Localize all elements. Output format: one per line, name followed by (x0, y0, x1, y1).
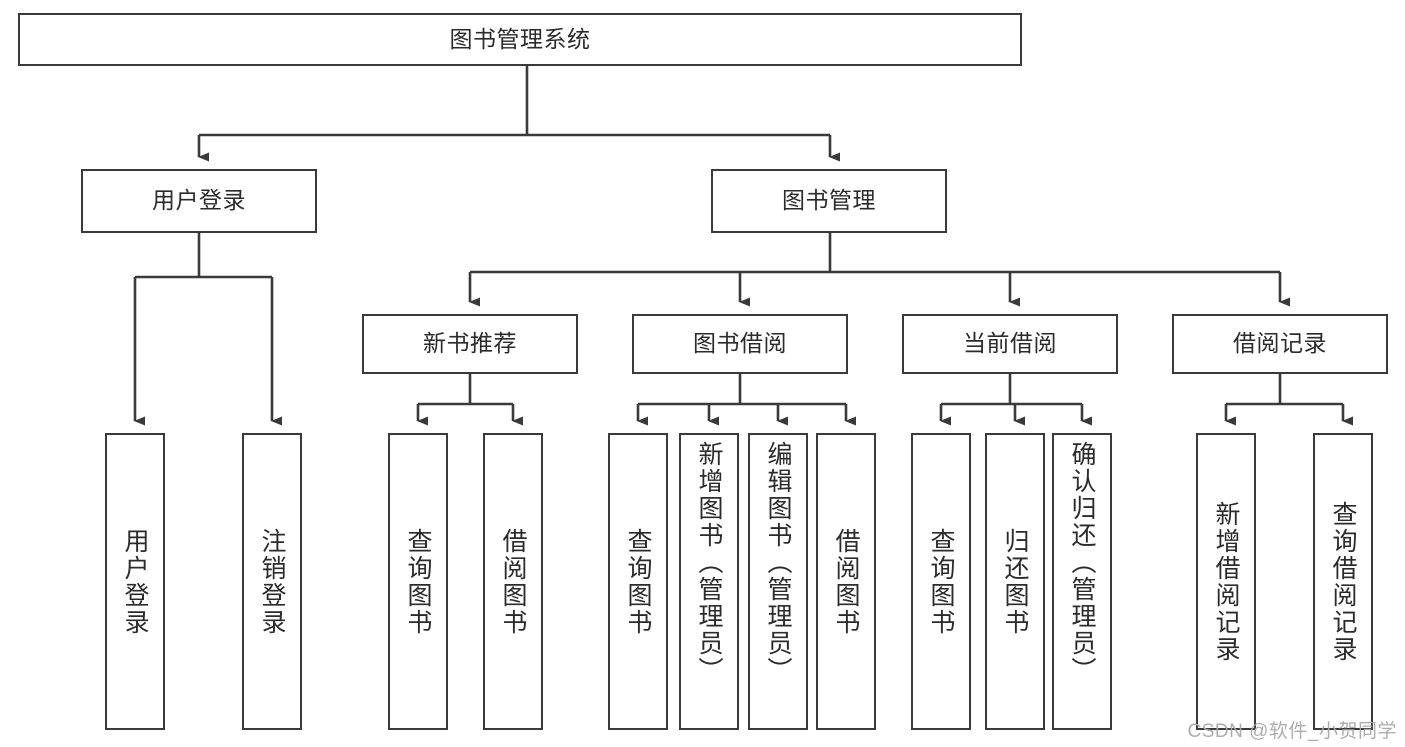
node-book-manage[interactable]: 图书管理 (711, 169, 947, 233)
node-leaf-add-book-label: 新增图书（管理员） (695, 441, 723, 684)
node-leaf-user-login[interactable]: 用户登录 (105, 433, 165, 730)
node-leaf-logout[interactable]: 注销登录 (242, 433, 302, 730)
node-leaf-query-book-bor-label: 查询图书 (624, 527, 652, 636)
csdn-watermark: CSDN @软件_小贺同学 (1187, 721, 1397, 742)
node-leaf-query-book-rec-label: 查询图书 (404, 527, 432, 636)
node-leaf-borrow-book-bor[interactable]: 借阅图书 (816, 433, 876, 730)
node-borrow-record[interactable]: 借阅记录 (1172, 314, 1388, 374)
node-leaf-edit-book-label: 编辑图书（管理员） (764, 441, 792, 684)
node-leaf-return-book[interactable]: 归还图书 (985, 433, 1045, 730)
node-book-manage-label: 图书管理 (782, 187, 876, 214)
node-book-borrow[interactable]: 图书借阅 (632, 314, 848, 374)
node-leaf-borrow-book-bor-label: 借阅图书 (832, 527, 860, 636)
node-user-login[interactable]: 用户登录 (81, 169, 317, 233)
node-leaf-confirm-return-label: 确认归还（管理员） (1068, 441, 1096, 684)
node-leaf-query-record[interactable]: 查询借阅记录 (1313, 433, 1373, 730)
node-leaf-add-record[interactable]: 新增借阅记录 (1196, 433, 1256, 730)
node-leaf-add-record-label: 新增借阅记录 (1212, 500, 1240, 663)
node-leaf-confirm-return[interactable]: 确认归还（管理员） (1052, 433, 1112, 730)
node-leaf-add-book[interactable]: 新增图书（管理员） (679, 433, 739, 730)
node-leaf-query-book-cur-label: 查询图书 (927, 527, 955, 636)
node-leaf-return-book-label: 归还图书 (1001, 527, 1029, 636)
node-leaf-query-record-label: 查询借阅记录 (1329, 500, 1357, 663)
node-borrow-record-label: 借阅记录 (1233, 330, 1327, 357)
node-current-borrow-label: 当前借阅 (963, 330, 1057, 357)
node-leaf-user-login-label: 用户登录 (121, 527, 149, 636)
node-book-borrow-label: 图书借阅 (693, 330, 787, 357)
node-root-label: 图书管理系统 (449, 25, 591, 52)
node-leaf-query-book-bor[interactable]: 查询图书 (608, 433, 668, 730)
node-root[interactable]: 图书管理系统 (18, 13, 1022, 66)
node-leaf-logout-label: 注销登录 (258, 527, 286, 636)
node-user-login-label: 用户登录 (152, 187, 246, 214)
node-leaf-borrow-book-rec-label: 借阅图书 (499, 527, 527, 636)
node-new-book-rec[interactable]: 新书推荐 (362, 314, 578, 374)
node-leaf-borrow-book-rec[interactable]: 借阅图书 (483, 433, 543, 730)
node-leaf-query-book-rec[interactable]: 查询图书 (388, 433, 448, 730)
node-leaf-edit-book[interactable]: 编辑图书（管理员） (748, 433, 808, 730)
node-current-borrow[interactable]: 当前借阅 (902, 314, 1118, 374)
node-leaf-query-book-cur[interactable]: 查询图书 (911, 433, 971, 730)
node-new-book-rec-label: 新书推荐 (423, 330, 517, 357)
